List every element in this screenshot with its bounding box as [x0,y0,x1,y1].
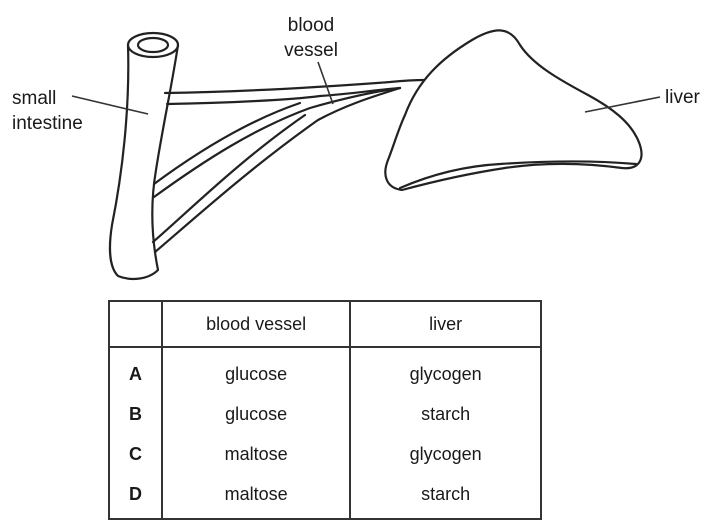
header-liver: liver [349,300,542,348]
small-intestine-drawing [108,31,180,281]
option-letter: B [108,394,163,434]
option-letter: C [108,434,163,474]
blood-vessel-cell: maltose [160,474,352,520]
answer-options-table: blood vessel liver A glucose glycogen B … [108,300,542,520]
small-intestine-leader [71,95,149,115]
blood-vessel-drawing [151,78,447,254]
table-row[interactable]: D maltose starch [108,474,542,520]
blood-vessel-cell: glucose [160,394,352,434]
liver-drawing [384,29,643,192]
blood-vessel-label-line2: vessel [284,40,338,61]
blood-vessel-leader [317,61,334,105]
header-blood-vessel: blood vessel [160,300,352,348]
liver-cell: starch [349,474,542,520]
blood-vessel-cell: glucose [160,347,352,394]
liver-cell: glycogen [349,434,542,474]
table-row[interactable]: B glucose starch [108,394,542,434]
liver-cell: starch [349,394,542,434]
liver-label: liver [665,87,701,108]
table-header-row: blood vessel liver [108,300,542,348]
liver-leader [584,96,661,113]
option-letter: D [108,474,163,520]
liver-cell: glycogen [349,347,542,394]
option-letter: A [108,347,163,394]
small-intestine-label-line2: intestine [12,113,83,134]
digestive-diagram: small intestine blood vessel liver [12,15,701,281]
blood-vessel-label-line1: blood [288,15,335,36]
table-row[interactable]: A glucose glycogen [108,347,542,394]
small-intestine-label-line1: small [12,88,56,109]
blood-vessel-cell: maltose [160,434,352,474]
header-option [108,300,163,348]
table-row[interactable]: C maltose glycogen [108,434,542,474]
